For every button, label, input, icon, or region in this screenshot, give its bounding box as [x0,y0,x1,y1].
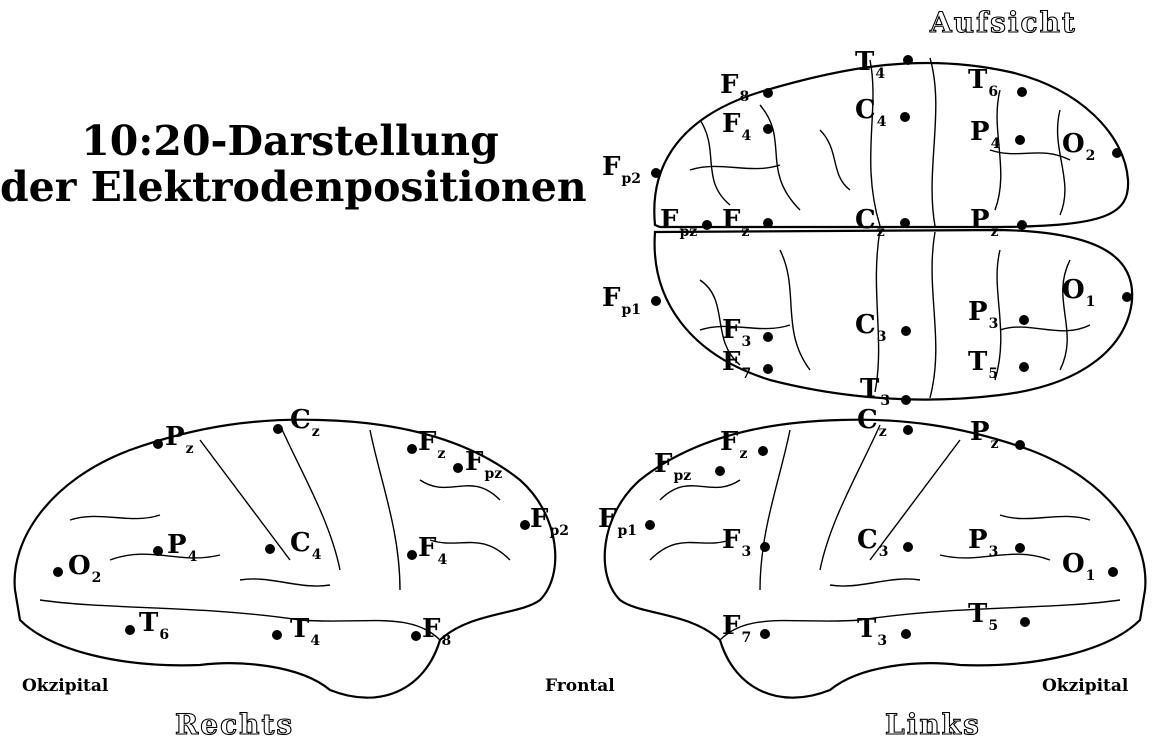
electrode-dot [453,463,463,473]
electrode-dot [1020,617,1030,627]
electrode-dot [715,466,725,476]
electrode-label: Pz [970,417,999,452]
electrode-dot [153,546,163,556]
electrode-dot [1015,543,1025,553]
electrode-dot [645,520,655,530]
electrode-dot [763,124,773,134]
electrode-dot [763,218,773,228]
electrode-dot [520,520,530,530]
electrode-dot [1015,440,1025,450]
electrode-top-fp1: Fp1 [602,283,661,318]
electrode-dot [407,444,417,454]
electrode-dot [1017,220,1027,230]
electrode-left-pz: Pz [970,417,1025,452]
electrode-dot [273,424,283,434]
electrode-dot [763,364,773,374]
electrode-dot [411,631,421,641]
electrode-dot [125,625,135,635]
electrode-dot [1017,87,1027,97]
electrode-dot [903,55,913,65]
electrode-dot [900,218,910,228]
electrode-dot [1122,292,1132,302]
electrode-dot [763,88,773,98]
electrode-dot [901,326,911,336]
electrode-top-fp2: Fp2 [602,152,661,187]
electrode-label: F8 [720,70,749,105]
electrode-dot [702,220,712,230]
electrode-dot [758,446,768,456]
electrode-dot [651,296,661,306]
electrode-dot [760,629,770,639]
electrode-dot [760,542,770,552]
electrode-dot [651,168,661,178]
electrode-dot [903,425,913,435]
electrode-dot [1015,135,1025,145]
electrode-label: Fp2 [602,152,641,187]
electrode-dot [901,395,911,405]
electrode-dot [901,629,911,639]
electrode-dot [272,630,282,640]
electrode-label: Fp1 [602,283,641,318]
electrode-dot [763,332,773,342]
electrode-dot [1108,567,1118,577]
electrode-dot [900,112,910,122]
electrode-dot [153,439,163,449]
electrode-dot [1112,148,1122,158]
electrode-dot [265,544,275,554]
electrode-dot [1019,315,1029,325]
electrode-dot [903,542,913,552]
electrode-dot [1019,362,1029,372]
electrode-dot [407,550,417,560]
electrode-dot [53,567,63,577]
